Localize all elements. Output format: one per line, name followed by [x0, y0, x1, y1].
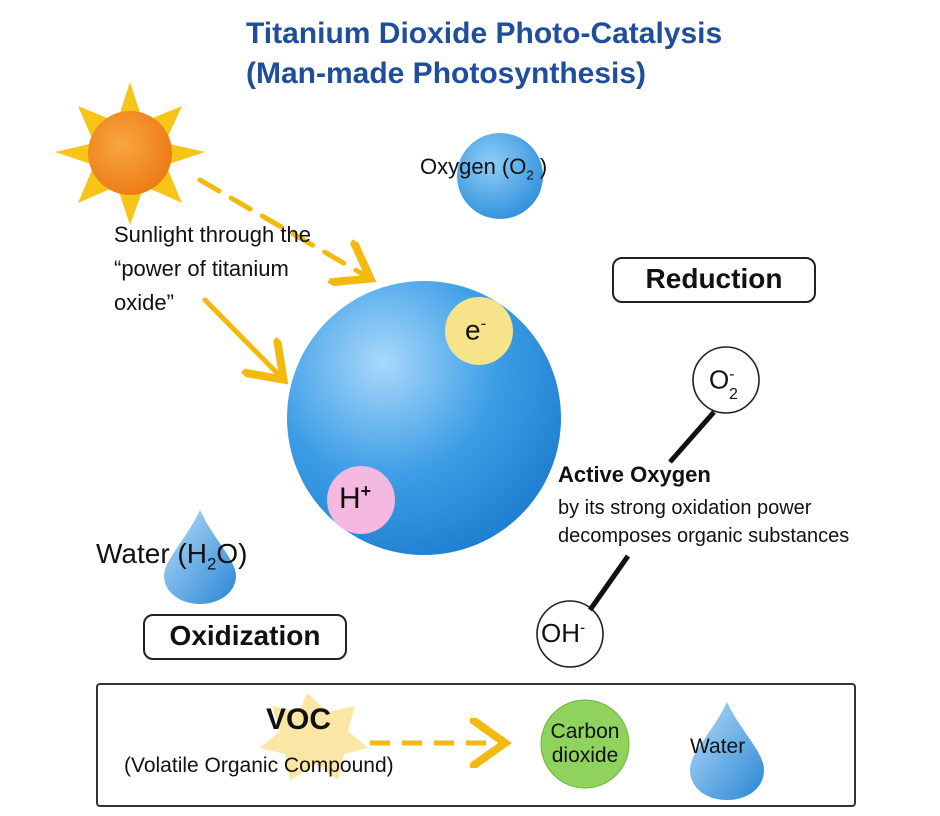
- oxygen-label: Oxygen (O2 ): [420, 154, 548, 183]
- active-oxygen-title: Active Oxygen: [558, 462, 711, 487]
- sunlight-line-3: oxide”: [114, 290, 174, 315]
- voc-decomposition-box: [96, 683, 856, 807]
- water-drop-icon: [164, 510, 236, 604]
- voc-label: VOC: [266, 703, 332, 736]
- active-oxygen-line-1: by its strong oxidation power: [558, 497, 812, 519]
- sunlight-line-2: “power of titanium: [114, 256, 289, 281]
- sunlight-arrows: [197, 177, 366, 376]
- superoxide-label: O-: [709, 364, 735, 395]
- water-drop-icon-bottom: [690, 702, 764, 800]
- reduction-label: Reduction: [612, 257, 816, 303]
- hplus-label: H+: [339, 481, 372, 515]
- superoxide-circle: [692, 346, 760, 414]
- superoxide-subscript: 2: [729, 386, 738, 403]
- title-line-2: (Man-made Photosynthesis): [246, 57, 647, 90]
- co2-label: Carbon dioxide: [550, 720, 620, 767]
- water-drop-label: Water: [690, 735, 746, 758]
- sun-icon: [55, 82, 205, 225]
- sunlight-line-1: Sunlight through the: [114, 222, 311, 247]
- sun-core: [88, 111, 172, 195]
- oxygen-molecule: [457, 133, 543, 219]
- title-line-1: Titanium Dioxide Photo-Catalysis: [246, 17, 723, 50]
- sunlight-arrow-lower: [202, 297, 280, 376]
- superoxide-connector: [668, 410, 716, 464]
- electron-circle: [445, 297, 513, 365]
- hplus-circle: [327, 466, 395, 534]
- sunlight-label: Sunlight through the “power of titanium …: [114, 218, 374, 320]
- active-oxygen-description: by its strong oxidation power decomposes…: [558, 494, 938, 550]
- sunlight-arrow-upper: [197, 177, 366, 276]
- electron-label: e-: [465, 314, 487, 346]
- water-h2o-label: Water (H2O): [96, 538, 248, 574]
- hydroxide-circle: [536, 600, 604, 668]
- titanium-dioxide-sphere: [287, 281, 561, 555]
- hydroxide-label: OH-: [541, 618, 586, 648]
- voc-full-name: (Volatile Organic Compound): [124, 754, 394, 777]
- co2-circle: [540, 699, 630, 789]
- voc-star-icon: [260, 693, 368, 780]
- diagram-title: Titanium Dioxide Photo-Catalysis (Man-ma…: [246, 14, 886, 94]
- oxidization-label: Oxidization: [143, 614, 347, 660]
- hydroxide-connector: [587, 554, 631, 612]
- active-oxygen-line-2: decomposes organic substances: [558, 525, 850, 547]
